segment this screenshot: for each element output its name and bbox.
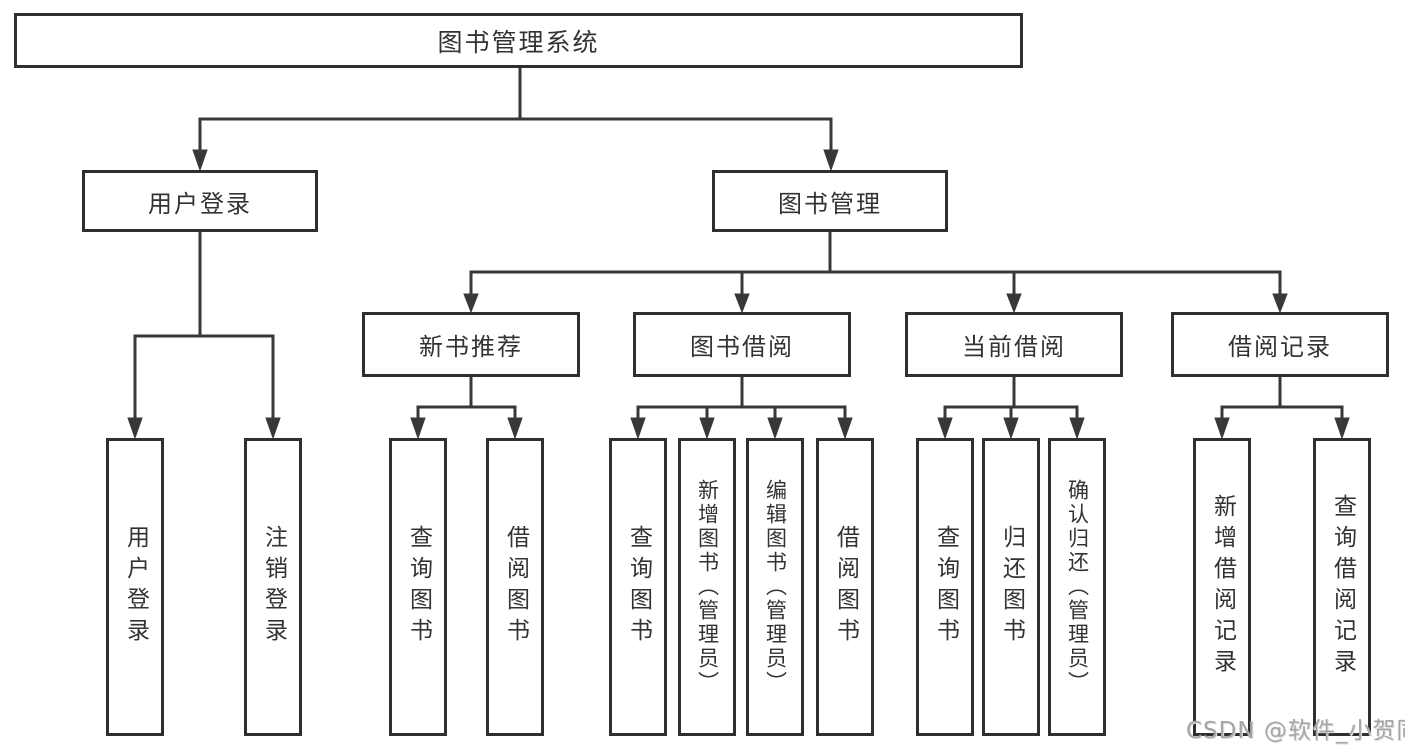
arrow-br-add: [1214, 417, 1230, 440]
arrow-to-current-borrowing: [1006, 293, 1022, 314]
leaf-br-query-record-label: 查询借阅记录: [1329, 494, 1356, 680]
node-borrowing-records: 借阅记录: [1171, 312, 1389, 377]
leaf-cb-query-books: 查询图书: [916, 438, 974, 736]
node-book-borrowing: 图书借阅: [633, 312, 851, 377]
node-new-book-recommend-label: 新书推荐: [419, 333, 523, 361]
leaf-cb-return-books: 归还图书: [982, 438, 1040, 736]
arrow-cb-return: [1003, 417, 1019, 440]
leaf-nbr-query-books: 查询图书: [389, 438, 447, 736]
connector-new-book-recommend: [416, 375, 517, 422]
leaf-bb-edit-books-admin: 编辑图书（管理员）: [746, 438, 804, 736]
node-current-borrowing: 当前借阅: [905, 312, 1123, 377]
arrow-nbr-borrow: [507, 417, 523, 440]
arrow-to-leaf-user-login: [127, 417, 143, 440]
leaf-user-login-label: 用户登录: [122, 525, 149, 649]
leaf-nbr-query-books-label: 查询图书: [405, 525, 432, 649]
node-book-management-label: 图书管理: [778, 189, 882, 218]
arrow-to-borrowing-records: [1272, 293, 1288, 314]
leaf-logout-label: 注销登录: [260, 525, 287, 649]
node-book-management: 图书管理: [712, 170, 948, 232]
leaf-cb-confirm-return-admin-label: 确认归还（管理员）: [1065, 479, 1090, 695]
node-current-borrowing-label: 当前借阅: [962, 333, 1066, 361]
arrow-bb-add: [699, 417, 715, 440]
leaf-bb-add-books-admin-label: 新增图书（管理员）: [695, 479, 720, 695]
node-user-login: 用户登录: [82, 170, 318, 232]
leaf-bb-add-books-admin: 新增图书（管理员）: [678, 438, 736, 736]
arrow-cb-confirm: [1069, 417, 1085, 440]
leaf-logout: 注销登录: [244, 438, 302, 736]
arrow-to-new-book-recommend: [463, 293, 479, 314]
leaf-cb-query-books-label: 查询图书: [932, 525, 959, 649]
arrow-br-query: [1334, 417, 1350, 440]
leaf-br-add-record-label: 新增借阅记录: [1209, 494, 1236, 680]
arrow-to-leaf-logout: [265, 417, 281, 440]
leaf-bb-edit-books-admin-label: 编辑图书（管理员）: [763, 479, 788, 695]
arrow-bb-query: [630, 417, 646, 440]
arrow-to-book-management: [823, 149, 839, 172]
leaf-bb-borrow-books: 借阅图书: [816, 438, 874, 736]
leaf-bb-borrow-books-label: 借阅图书: [832, 525, 859, 649]
leaf-bb-query-books-label: 查询图书: [625, 525, 652, 649]
leaf-br-query-record: 查询借阅记录: [1313, 438, 1371, 736]
node-root: 图书管理系统: [14, 13, 1023, 68]
node-borrowing-records-label: 借阅记录: [1228, 333, 1332, 361]
leaf-br-add-record: 新增借阅记录: [1193, 438, 1251, 736]
arrow-nbr-query: [410, 417, 426, 440]
connector-root: [198, 66, 833, 153]
connector-book-borrowing: [636, 375, 847, 422]
arrow-cb-query: [937, 417, 953, 440]
leaf-cb-return-books-label: 归还图书: [998, 525, 1025, 649]
connector-book-management: [469, 230, 1282, 297]
node-root-label: 图书管理系统: [437, 27, 600, 57]
node-user-login-label: 用户登录: [148, 189, 252, 218]
leaf-cb-confirm-return-admin: 确认归还（管理员）: [1048, 438, 1106, 736]
leaf-nbr-borrow-books-label: 借阅图书: [502, 525, 529, 649]
connector-borrowing-records: [1220, 375, 1344, 422]
node-book-borrowing-label: 图书借阅: [690, 333, 794, 361]
watermark-text: CSDN @软件_小贺同学: [1186, 718, 1405, 744]
arrow-bb-edit: [767, 417, 783, 440]
arrow-to-user-login: [192, 149, 208, 172]
node-new-book-recommend: 新书推荐: [362, 312, 580, 377]
arrow-bb-borrow: [837, 417, 853, 440]
connector-current-borrowing: [943, 375, 1079, 422]
connector-user-login: [133, 230, 275, 422]
leaf-nbr-borrow-books: 借阅图书: [486, 438, 544, 736]
arrow-to-book-borrowing: [734, 293, 750, 314]
arrowheads: [127, 149, 1350, 440]
leaf-bb-query-books: 查询图书: [609, 438, 667, 736]
leaf-user-login: 用户登录: [106, 438, 164, 736]
